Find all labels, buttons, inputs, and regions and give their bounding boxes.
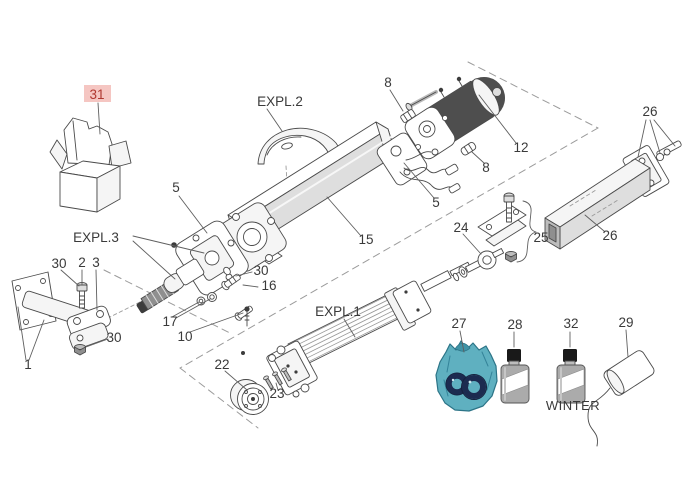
label-25: 25 (533, 230, 548, 245)
label-winter: WINTER (546, 398, 600, 413)
label-2: 2 (78, 255, 86, 270)
part-25-bracket-group (477, 192, 537, 263)
labels: 31 EXPL.2 8 12 8 5 5 15 26 26 25 24 EXPL… (24, 75, 657, 413)
part-27-spares-bag (435, 340, 498, 412)
label-16: 16 (261, 278, 276, 293)
part-10-screw (244, 306, 250, 327)
part-2-bolt (76, 282, 88, 309)
label-8-mid: 8 (482, 160, 490, 175)
label-8-top: 8 (384, 75, 392, 90)
part-8-nut (400, 109, 416, 123)
part-28-oil-bottle (500, 349, 530, 404)
part-12-motor (404, 77, 505, 160)
label-30-c: 30 (106, 330, 121, 345)
part-31-packaging-box (49, 117, 132, 213)
part-24-rod-end (452, 248, 505, 282)
label-27: 27 (451, 316, 466, 331)
label-expl1: EXPL.1 (315, 304, 361, 319)
label-12: 12 (513, 140, 528, 155)
part-26-rail-tube (544, 158, 651, 250)
label-15: 15 (358, 232, 373, 247)
label-26-tube: 26 (602, 228, 617, 243)
part-5-pump-flange (376, 132, 461, 194)
part-23-screws (263, 367, 292, 390)
label-24: 24 (453, 220, 469, 235)
leader-lines (17, 89, 676, 391)
expl3-spindle (136, 258, 205, 314)
label-29: 29 (618, 315, 633, 330)
label-1: 1 (24, 357, 32, 372)
part-30-nut (74, 344, 86, 356)
label-26-top: 26 (642, 104, 657, 119)
part-29-capacitor (587, 350, 655, 447)
label-31-highlight (84, 85, 111, 102)
part-22-drum (230, 379, 269, 415)
part-16-screw (221, 266, 253, 321)
label-30-b: 30 (253, 263, 268, 278)
label-3: 3 (92, 255, 100, 270)
label-expl3: EXPL.3 (73, 230, 119, 245)
label-23: 23 (269, 386, 284, 401)
part-8-cable-gland (460, 141, 477, 156)
label-30-a: 30 (51, 256, 66, 271)
label-32: 32 (563, 316, 578, 331)
label-5-left: 5 (172, 180, 180, 195)
part-3-clevis-fork (66, 305, 111, 350)
label-5-right: 5 (432, 195, 440, 210)
label-expl2: EXPL.2 (257, 94, 303, 109)
label-22: 22 (214, 357, 229, 372)
label-17: 17 (162, 314, 177, 329)
label-31: 31 (89, 87, 104, 102)
label-28: 28 (507, 317, 522, 332)
part-32-oil-bottle-winter (556, 349, 586, 404)
label-10: 10 (177, 329, 192, 344)
